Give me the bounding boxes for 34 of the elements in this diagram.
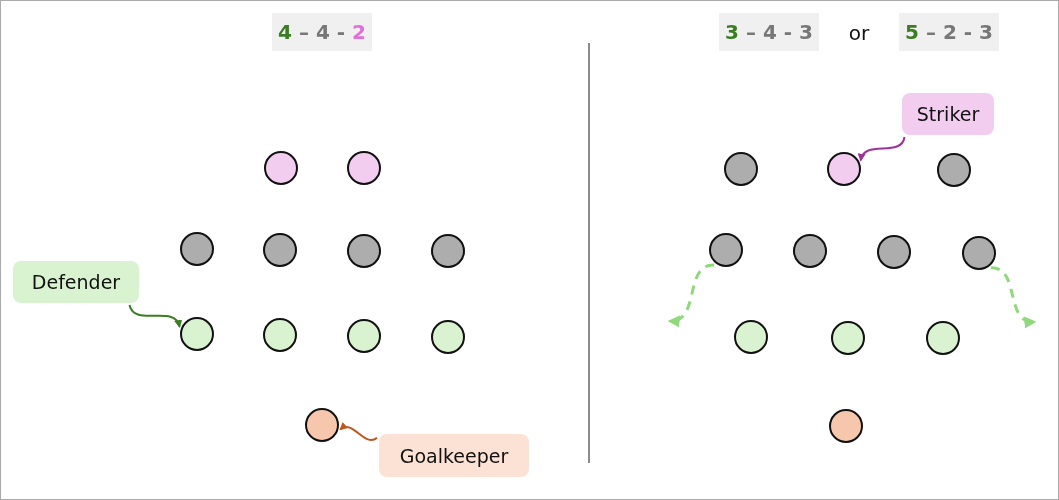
player-circle xyxy=(263,233,297,267)
role-callout: Defender xyxy=(13,261,139,303)
player-circle xyxy=(264,151,298,185)
player-circle xyxy=(829,409,863,443)
player-circle xyxy=(263,318,297,352)
player-circle xyxy=(877,235,911,269)
player-circle xyxy=(431,234,465,268)
player-circle xyxy=(937,153,971,187)
movement-arrow xyxy=(990,266,1037,327)
leader-arrow xyxy=(128,304,181,328)
formation-label: 4 – 4 - 2 xyxy=(272,13,372,51)
formation-label: 5 – 2 - 3 xyxy=(899,13,999,51)
player-circle xyxy=(347,151,381,185)
player-circle xyxy=(827,152,861,186)
leader-arrow xyxy=(858,136,906,162)
player-circle xyxy=(305,408,339,442)
player-circle xyxy=(793,234,827,268)
player-circle xyxy=(180,232,214,266)
player-circle xyxy=(831,321,865,355)
player-circle xyxy=(734,320,768,354)
player-circle xyxy=(724,152,758,186)
player-circle xyxy=(926,321,960,355)
separator-word: or xyxy=(847,20,871,47)
formation-label: 3 – 4 - 3 xyxy=(719,13,819,51)
role-callout: Striker xyxy=(902,93,994,135)
player-circle xyxy=(347,234,381,268)
player-circle xyxy=(180,317,214,351)
player-circle xyxy=(431,320,465,354)
player-circle xyxy=(709,233,743,267)
player-circle xyxy=(347,319,381,353)
player-circle xyxy=(962,236,996,270)
movement-arrow xyxy=(667,263,715,326)
role-callout: Goalkeeper xyxy=(379,434,529,477)
leader-arrow xyxy=(339,422,378,442)
